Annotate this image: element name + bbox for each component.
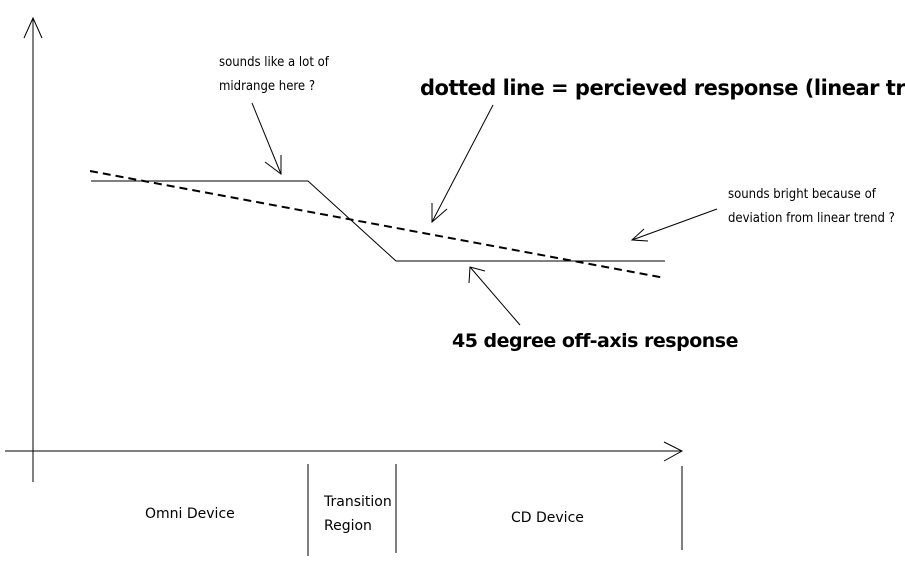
region-label-transition-line-2: Region <box>324 518 372 534</box>
bright-note-line-2: deviation from linear trend ? <box>728 211 895 226</box>
x-axis <box>5 441 684 462</box>
arrow-midrange <box>251 102 282 175</box>
region-label-transition-line-1: Transition <box>323 494 392 510</box>
y-axis <box>23 16 43 482</box>
midrange-note-line-1: sounds like a lot of <box>219 55 330 70</box>
off-axis-response-label: 45 degree off-axis response <box>452 330 738 352</box>
dotted-line-legend: dotted line = percieved response (linear… <box>420 76 905 100</box>
midrange-note-line-2: midrange here ? <box>219 79 315 94</box>
region-label-cd: CD Device <box>511 510 584 526</box>
arrow-off-axis <box>468 266 521 326</box>
bright-note-line-1: sounds bright because of <box>728 187 877 202</box>
region-label-omni: Omni Device <box>145 506 235 522</box>
arrow-bright <box>630 208 718 242</box>
perceived-response-trend-line <box>89 170 666 279</box>
off-axis-response-line <box>91 180 665 262</box>
arrow-dotted-legend <box>431 104 494 224</box>
